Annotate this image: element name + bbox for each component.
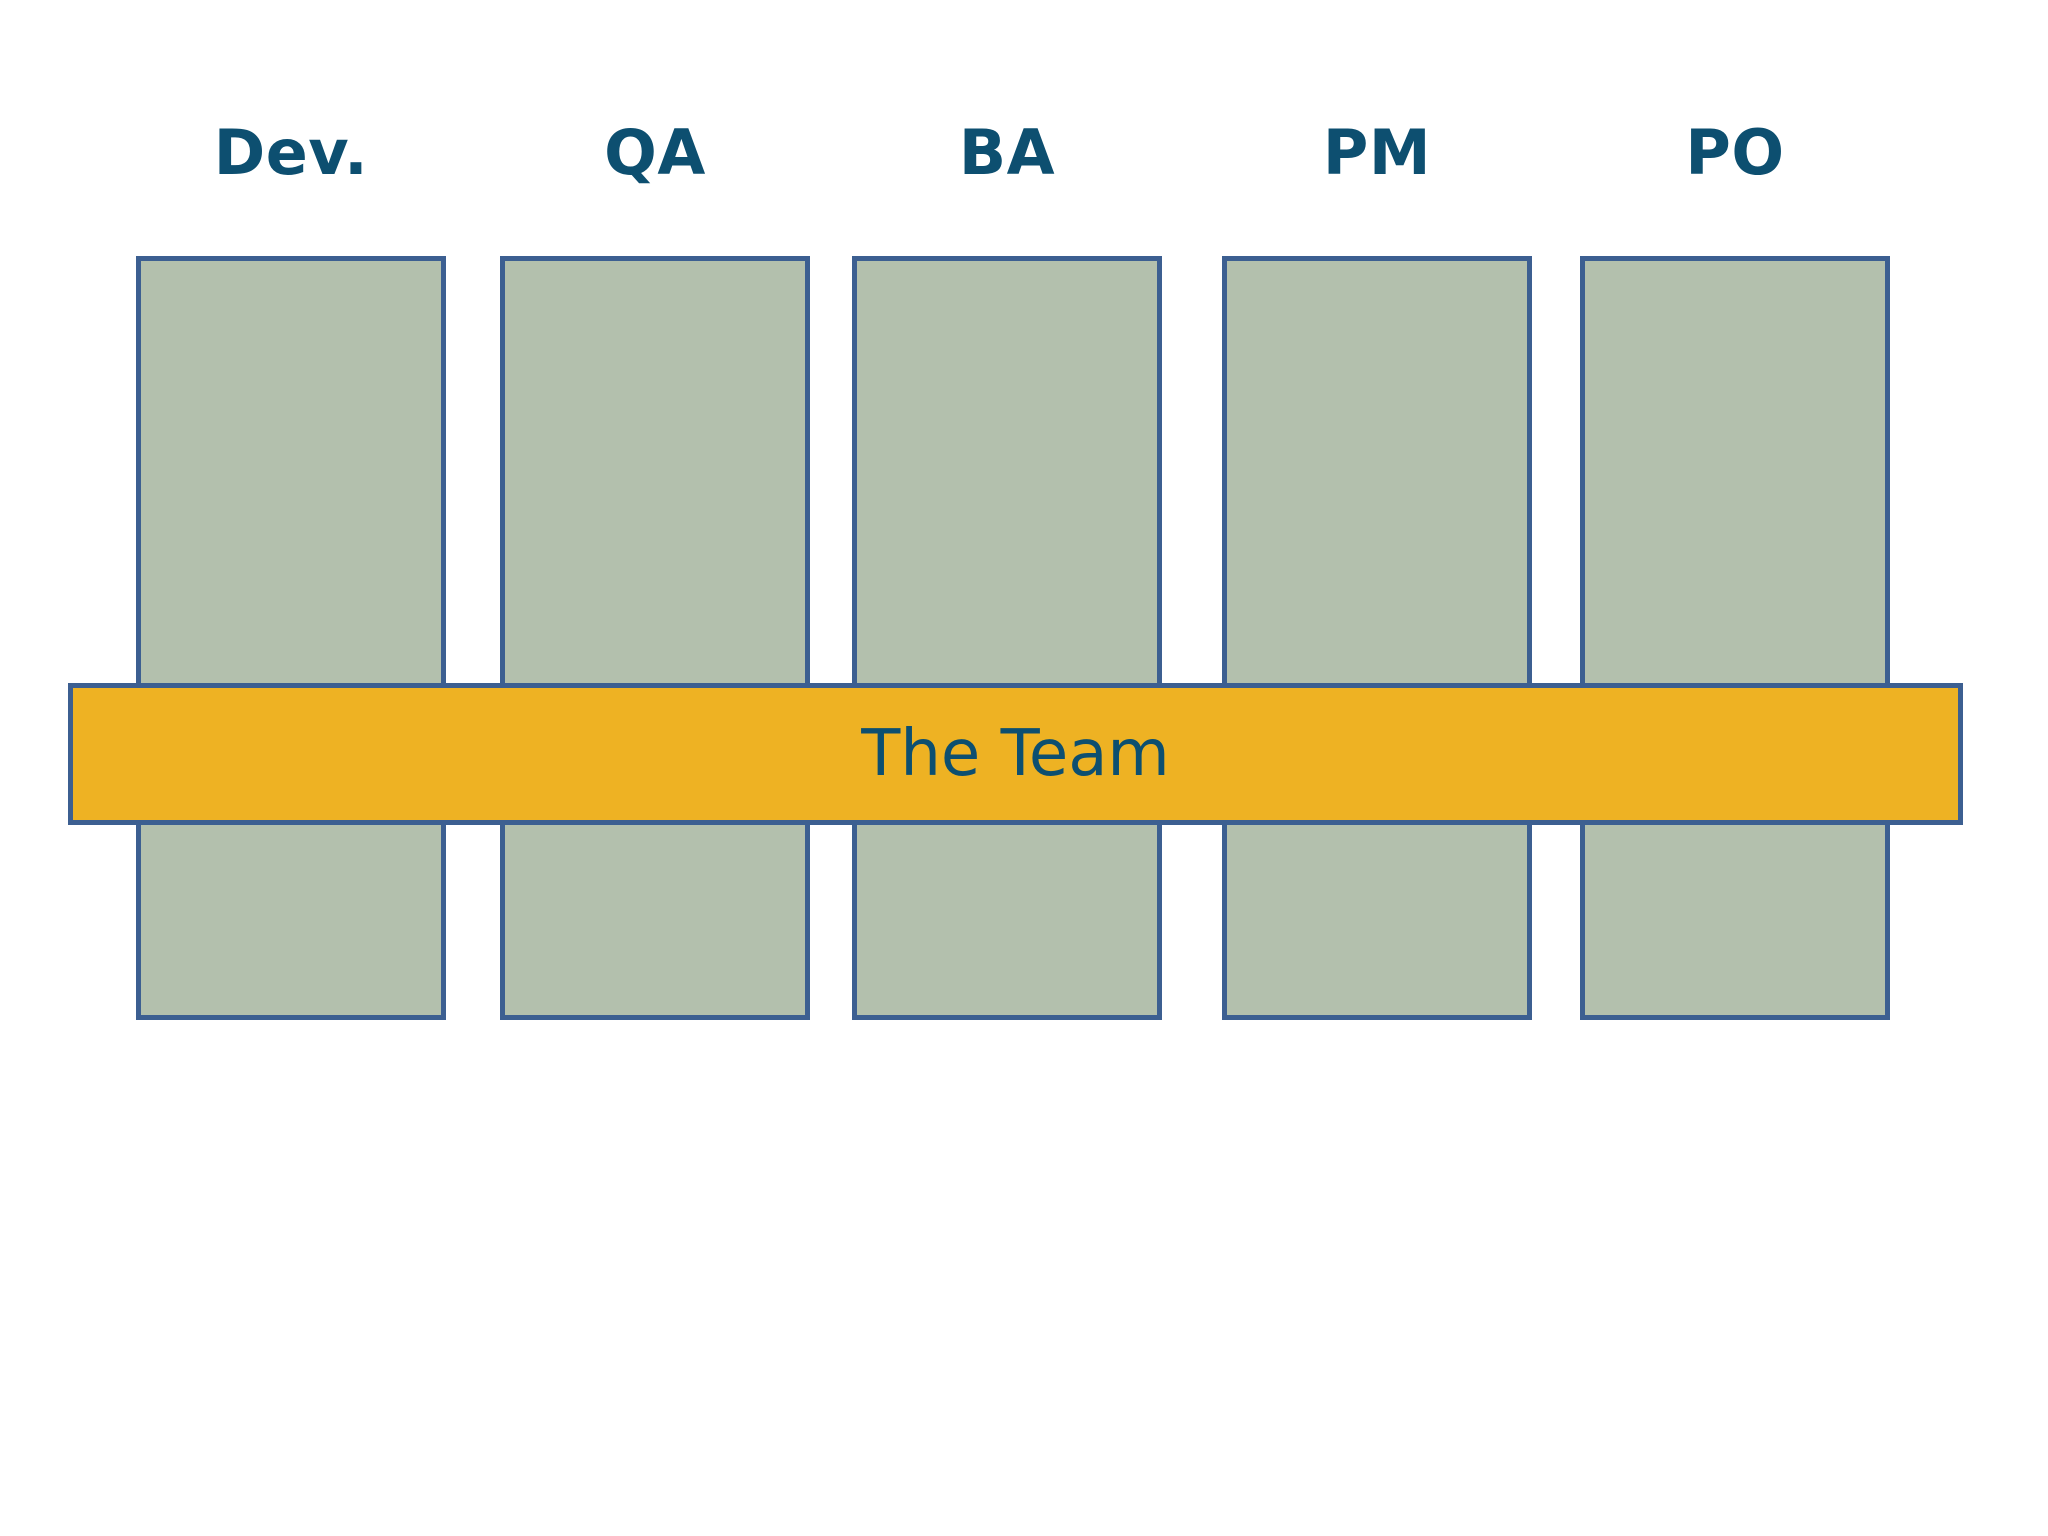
- pillar-qa[interactable]: [500, 256, 810, 1020]
- column-label-pm: PM: [1322, 116, 1432, 189]
- team-banner[interactable]: The Team: [68, 683, 1963, 825]
- pillar-ba[interactable]: [852, 256, 1162, 1020]
- column-label-po: PO: [1685, 116, 1785, 189]
- column-label-qa: QA: [604, 116, 706, 189]
- team-banner-label: The Team: [861, 717, 1170, 791]
- column-label-ba: BA: [958, 116, 1056, 189]
- pillar-dev[interactable]: [136, 256, 446, 1020]
- pillar-pm[interactable]: [1222, 256, 1532, 1020]
- pillar-po[interactable]: [1580, 256, 1890, 1020]
- column-label-dev: Dev.: [213, 116, 369, 189]
